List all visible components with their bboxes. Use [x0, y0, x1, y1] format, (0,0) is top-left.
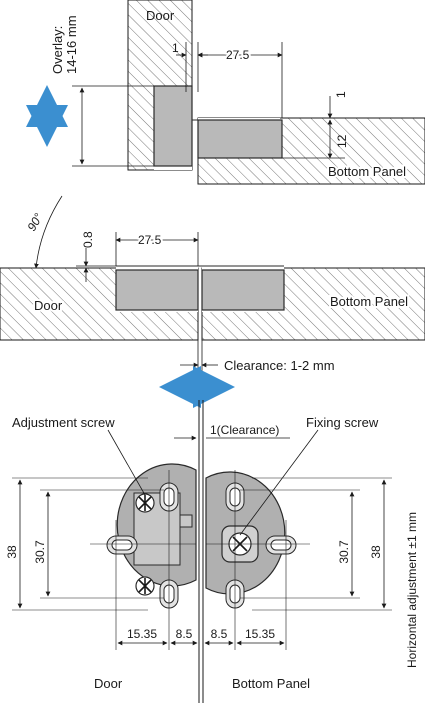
top-hinge-panel-cup	[197, 119, 283, 159]
middle-section: 90° 0.8 27.5 Door Bottom Panel Clearance…	[0, 195, 425, 408]
top-dim-gap: 1	[172, 41, 179, 55]
top-dim-step: 1	[334, 91, 348, 98]
right-hinge-plate	[205, 471, 297, 609]
dim-right-half-gap: 8.5	[211, 627, 228, 641]
adjustment-screw-bottom-icon	[135, 576, 155, 596]
top-door-label: Door	[146, 8, 175, 23]
bottom-panel-label: Bottom Panel	[232, 676, 310, 691]
top-dim-depth: 27.5	[226, 48, 250, 62]
dim-left-half-gap: 8.5	[176, 627, 193, 641]
mid-panel-label: Bottom Panel	[330, 294, 408, 309]
overlay-label-line1: Overlay:	[50, 26, 65, 74]
bottom-door-label: Door	[94, 676, 123, 691]
top-panel-label: Bottom Panel	[328, 164, 406, 179]
mid-door-label: Door	[34, 298, 63, 313]
mid-hinge-door-cup	[115, 269, 199, 311]
bottom-section: Adjustment screw 1(Clearance) Fixing scr…	[5, 400, 419, 703]
mid-dim-height: 0.8	[81, 231, 95, 248]
angle-label: 90°	[24, 211, 45, 234]
left-hinge-plate	[106, 463, 197, 609]
adjustment-screw-top-icon	[135, 493, 155, 513]
horizontal-adjust-label: Horizontal adjustment ±1 mm	[405, 512, 419, 668]
mid-dim-depth: 27.5	[138, 233, 162, 247]
dim-right-outer: 38	[369, 545, 383, 559]
dim-left-radius: 15.35	[127, 627, 157, 641]
adjustment-screw-label: Adjustment screw	[12, 415, 115, 430]
overlay-label-line2: 14-16 mm	[64, 15, 79, 74]
top-section: Door Overlay: 14-16 mm 1 27.5 1 12 Botto…	[26, 0, 425, 185]
dim-left-outer: 38	[5, 545, 19, 559]
dim-right-inner: 30.7	[337, 540, 351, 564]
dim-right-radius: 15.35	[245, 627, 275, 641]
bottom-clearance-label: 1(Clearance)	[210, 423, 279, 437]
dim-left-inner: 30.7	[33, 540, 47, 564]
mid-hinge-panel-cup	[201, 269, 285, 311]
top-hinge-door-cup	[153, 85, 193, 167]
fixing-screw-label: Fixing screw	[306, 415, 379, 430]
clearance-label: Clearance: 1-2 mm	[224, 358, 335, 373]
top-dim-thickness: 12	[335, 134, 349, 148]
